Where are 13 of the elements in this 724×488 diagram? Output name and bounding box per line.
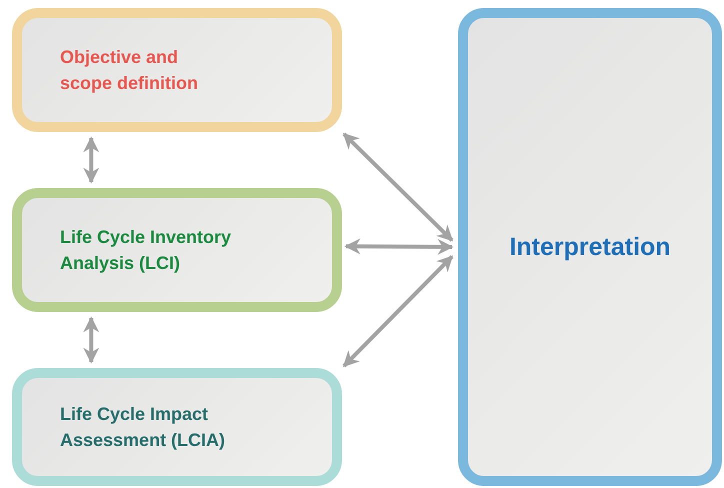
double-arrow — [342, 132, 454, 242]
stage-box — [12, 8, 342, 132]
double-arrow — [83, 136, 100, 184]
stage-box — [12, 368, 342, 486]
stage-title: Interpretation — [508, 234, 672, 260]
stage-box — [12, 188, 342, 312]
double-arrow — [83, 316, 100, 364]
stage-box — [458, 8, 722, 486]
stage-title: Life Cycle Impact Assessment (LCIA) — [60, 403, 226, 452]
stage-title: Objective and scope definition — [60, 46, 200, 95]
double-arrow — [344, 238, 454, 255]
double-arrow — [342, 255, 454, 368]
stage-title: Life Cycle Inventory Analysis (LCI) — [60, 226, 232, 275]
